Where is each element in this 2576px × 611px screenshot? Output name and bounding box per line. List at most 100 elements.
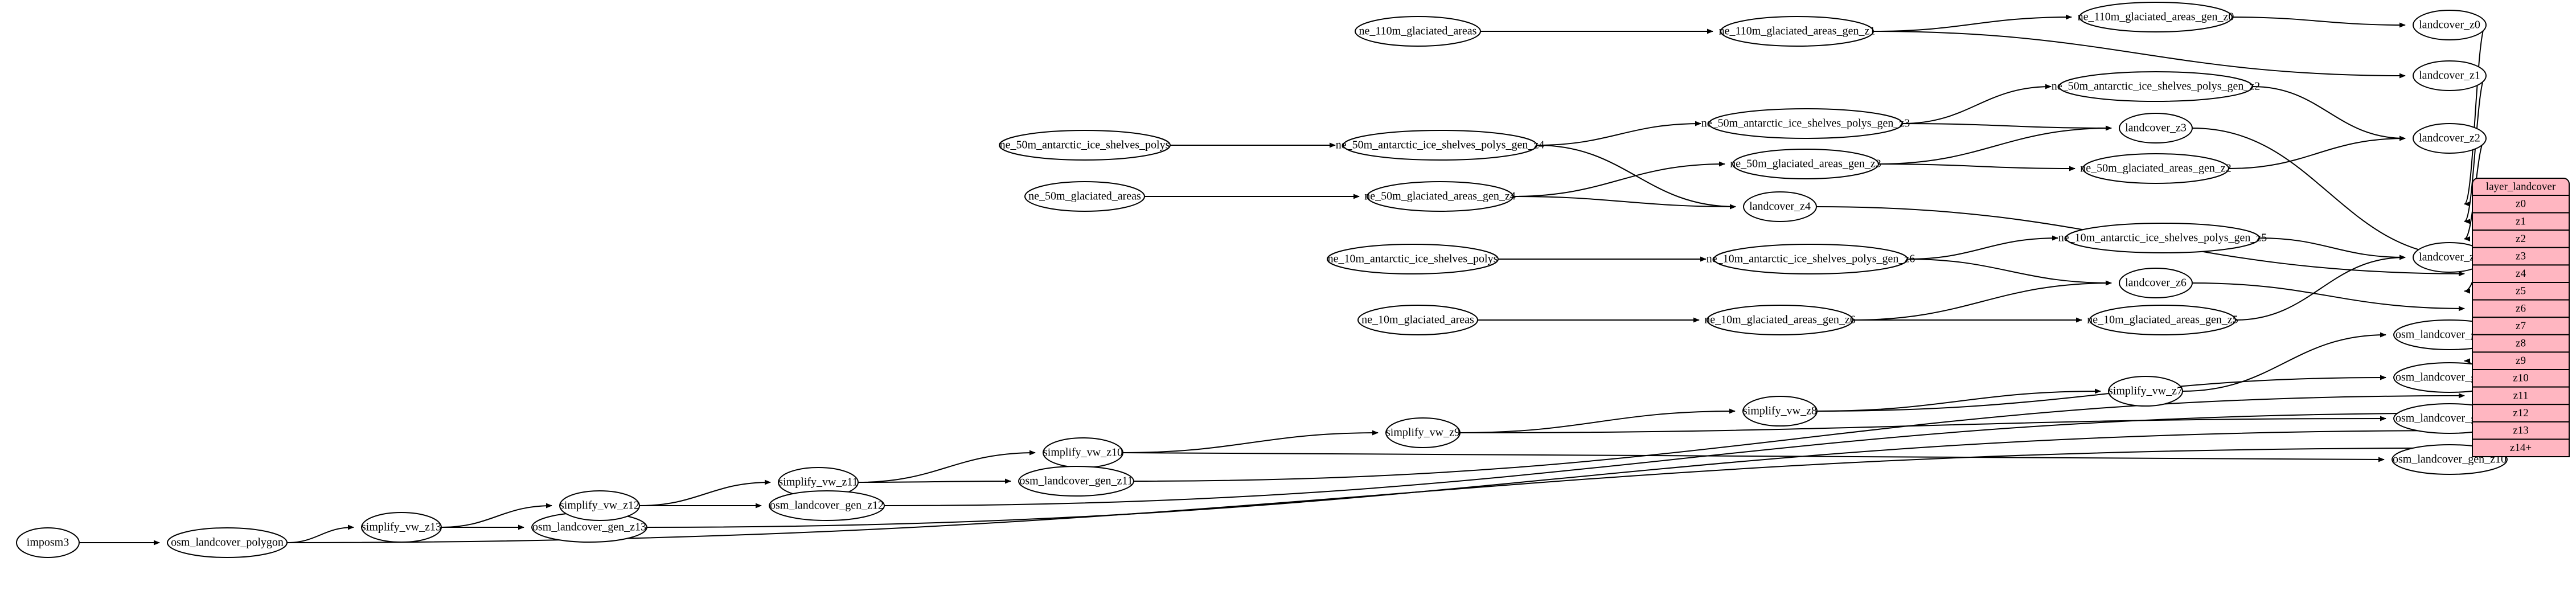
table-row-z2[interactable] [2472,229,2570,248]
node-ellipse[interactable] [1355,16,1481,47]
node-ellipse[interactable] [2119,113,2193,143]
table-row-z10[interactable] [2472,369,2570,388]
node-ellipse[interactable] [1732,149,1879,179]
table-row-label: z9 [2516,355,2526,367]
node-label: landcover_z1 [2419,69,2480,82]
table-row-label: z2 [2516,233,2526,245]
node-ellipse[interactable] [1742,396,1818,427]
graph-node[interactable]: ne_50m_glaciated_areas_gen_z2 [2080,153,2232,184]
node-ellipse[interactable] [2058,71,2253,102]
node-ellipse[interactable] [999,130,1171,161]
table-title: layer_landcover [2486,181,2556,192]
graph-node[interactable]: ne_10m_antarctic_ice_shelves_polys_gen_z… [1707,244,1915,274]
graph-node[interactable]: osm_landcover_gen_z12 [769,490,885,521]
graph-node[interactable]: ne_50m_glaciated_areas [1024,181,1145,212]
node-ellipse[interactable] [1357,305,1478,335]
graph-node[interactable]: ne_110m_glaciated_areas_gen_z1 [1719,16,1876,47]
graph-edge [1907,259,2112,286]
graph-node[interactable]: ne_10m_antarctic_ice_shelves_polys [1327,244,1499,274]
graph-node[interactable]: ne_10m_glaciated_areas [1357,305,1478,335]
graph-edge [2464,24,2487,207]
table-row-z3[interactable] [2472,247,2570,266]
node-ellipse[interactable] [16,527,80,558]
graph-node[interactable]: ne_50m_antarctic_ice_shelves_polys_gen_z… [1701,108,1910,139]
node-ellipse[interactable] [2065,223,2260,253]
graph-node[interactable]: simplify_vw_z13 [361,512,442,543]
node-label: imposm3 [27,536,69,549]
graph-node[interactable]: ne_50m_antarctic_ice_shelves_polys_gen_z… [1336,130,1545,161]
graph-node[interactable]: osm_landcover_gen_z11 [1018,466,1134,497]
graph-node[interactable]: landcover_z4 [1743,191,1817,222]
node-ellipse[interactable] [1708,108,1903,139]
table-row-z6[interactable] [2472,299,2570,318]
node-ellipse[interactable] [361,512,442,543]
table-row-label: z14+ [2510,442,2532,454]
node-ellipse[interactable] [1385,417,1461,448]
table-row-z12[interactable] [2472,404,2570,423]
graph-node[interactable]: simplify_vw_z11 [778,467,859,498]
node-ellipse[interactable] [559,490,640,521]
graph-node[interactable]: landcover_z6 [2119,268,2193,298]
table-row-z8[interactable] [2472,334,2570,353]
node-ellipse[interactable] [1367,181,1513,212]
node-label: landcover_z6 [2125,277,2187,289]
node-ellipse[interactable] [2108,376,2183,407]
node-ellipse[interactable] [1743,191,1817,222]
table-row-label: z12 [2513,407,2528,419]
graph-node[interactable]: simplify_vw_z10 [1043,437,1123,468]
graph-node[interactable]: ne_50m_antarctic_ice_shelves_polys_gen_z… [2052,71,2261,102]
node-label: ne_110m_glaciated_areas_gen_z1 [1719,25,1876,38]
node-ellipse[interactable] [1024,181,1145,212]
node-label: ne_50m_antarctic_ice_shelves_polys_gen_z… [1701,117,1910,130]
graph-node[interactable]: simplify_vw_z12 [559,490,640,521]
graph-node[interactable]: landcover_z3 [2119,113,2193,143]
node-label: ne_10m_antarctic_ice_shelves_polys_gen_z… [1707,253,1915,265]
graph-node[interactable]: ne_10m_glaciated_areas_gen_z6 [1704,305,1856,335]
layer-landcover-table[interactable]: layer_landcoverz0z1z2z3z4z5z6z7z8z9z10z1… [2472,178,2570,458]
node-ellipse[interactable] [2119,268,2193,298]
node-ellipse[interactable] [1720,16,1874,47]
node-ellipse[interactable] [769,490,885,521]
node-label: osm_landcover_gen_z11 [1019,475,1133,487]
graph-node[interactable]: imposm3 [16,527,80,558]
node-ellipse[interactable] [2413,60,2487,91]
graph-node[interactable]: ne_10m_antarctic_ice_shelves_polys_gen_z… [2058,223,2267,253]
graph-node[interactable]: osm_landcover_polygon [167,527,288,558]
graph-node[interactable]: landcover_z2 [2413,123,2487,154]
node-ellipse[interactable] [2082,153,2229,184]
table-row-z13[interactable] [2472,421,2570,440]
graph-node[interactable]: ne_10m_glaciated_areas_gen_z5 [2087,305,2238,335]
graph-node[interactable]: simplify_vw_z9 [1385,417,1461,448]
graph-node[interactable]: ne_50m_antarctic_ice_shelves_polys [999,130,1171,161]
graph-edge [639,479,771,506]
table-row-z11[interactable] [2472,386,2570,405]
node-ellipse[interactable] [2089,305,2236,335]
node-ellipse[interactable] [1707,305,1853,335]
graph-node[interactable]: ne_50m_glaciated_areas_gen_z3 [1730,149,1881,179]
table-row-z14+[interactable] [2472,438,2570,458]
table-row-z4[interactable] [2472,264,2570,283]
node-ellipse[interactable] [1018,466,1134,497]
table-row-z0[interactable] [2472,195,2570,214]
graph-edge [1459,416,2386,433]
graph-node[interactable]: simplify_vw_z7 [2108,376,2183,407]
graph-node[interactable]: landcover_z1 [2413,60,2487,91]
node-ellipse[interactable] [1327,244,1499,274]
table-row-z9[interactable] [2472,351,2570,371]
node-ellipse[interactable] [1713,244,1908,274]
graph-node[interactable]: ne_110m_glaciated_areas_gen_z0 [2078,2,2234,32]
graph-node[interactable]: landcover_z0 [2413,10,2487,40]
node-label: ne_50m_glaciated_areas_gen_z4 [1364,190,1515,203]
graph-node[interactable]: ne_110m_glaciated_areas [1355,16,1481,47]
node-label: ne_50m_glaciated_areas_gen_z3 [1730,158,1881,170]
node-ellipse[interactable] [2413,10,2487,40]
graph-node[interactable]: simplify_vw_z8 [1742,396,1818,427]
node-ellipse[interactable] [1343,130,1537,161]
node-ellipse[interactable] [2413,123,2487,154]
graph-node[interactable]: osm_landcover_gen_z13 [531,512,647,543]
table-row-label: z4 [2516,268,2526,280]
node-ellipse[interactable] [2079,2,2233,32]
node-ellipse[interactable] [167,527,288,558]
graph-node[interactable]: ne_50m_glaciated_areas_gen_z4 [1364,181,1516,212]
